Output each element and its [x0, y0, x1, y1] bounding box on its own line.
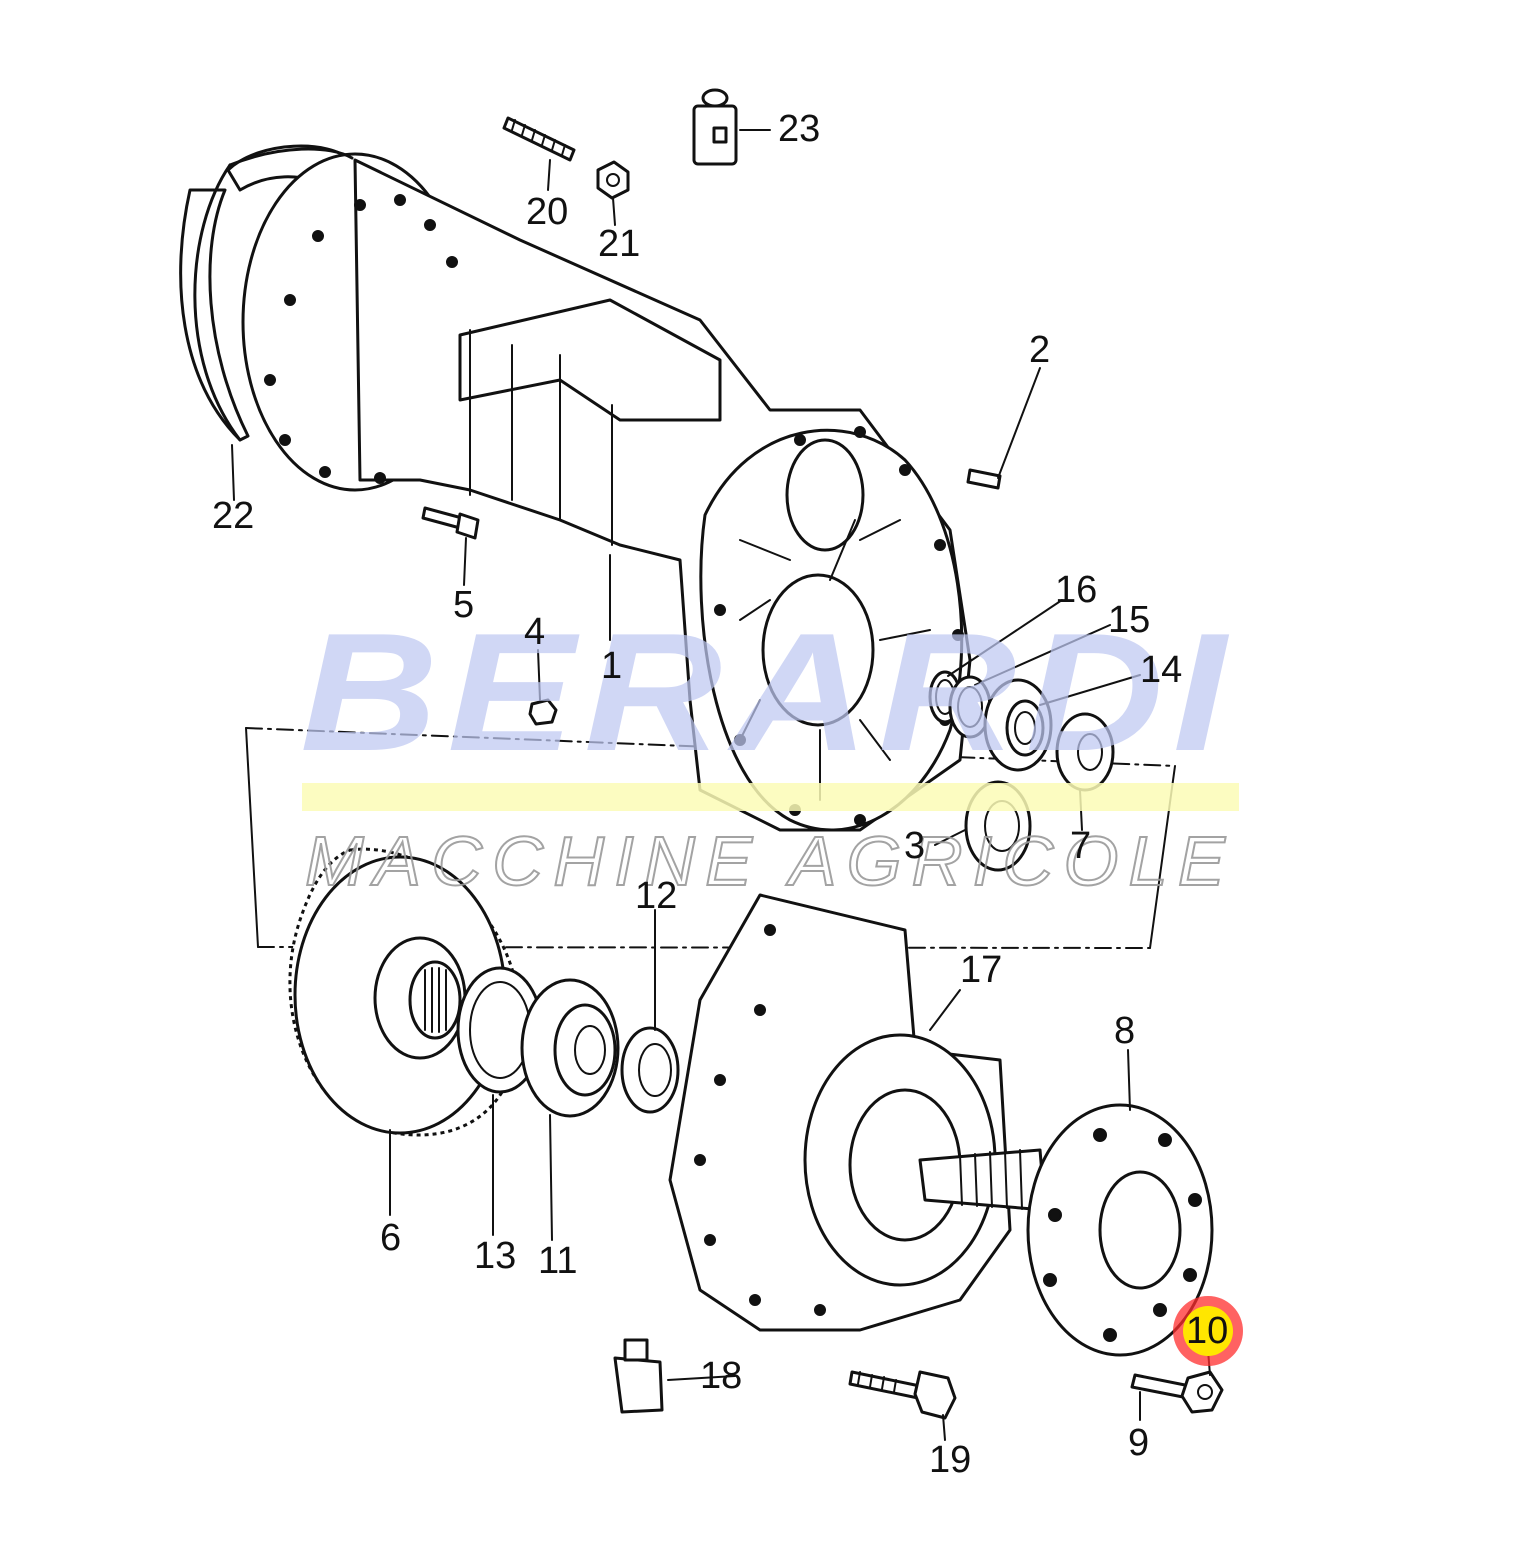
callout-2: 2 [1029, 329, 1050, 371]
bolt [421, 506, 480, 540]
callout-18: 18 [700, 1355, 742, 1397]
callouts: 1 2 3 4 5 6 7 8 9 10 11 12 13 14 15 16 1… [212, 108, 1228, 1481]
stud [502, 116, 576, 162]
highlight-fill [1183, 1306, 1233, 1356]
dowel-pin [966, 468, 1002, 490]
callout-14: 14 [1140, 649, 1182, 691]
callout-11: 11 [538, 1240, 577, 1282]
gasket [193, 147, 354, 442]
callout-1: 1 [601, 645, 622, 687]
bearing-large [520, 978, 620, 1118]
leader-lines [231, 129, 1211, 1441]
flange-nut [1180, 1370, 1224, 1414]
drive-gear [288, 847, 522, 1137]
reduction-housing [668, 893, 1012, 1332]
callout-23: 23 [778, 108, 820, 150]
callout-13: 13 [474, 1235, 516, 1277]
axle-housing [179, 144, 972, 832]
callout-20: 20 [526, 191, 568, 233]
small-nut [528, 698, 558, 726]
callout-16: 16 [1055, 569, 1097, 611]
splined-shaft [918, 1148, 1047, 1212]
callout-6: 6 [380, 1217, 401, 1259]
plug [692, 88, 738, 166]
seal-ring [620, 1026, 680, 1114]
watermark: BERARDI MACCHINE AGRICOLE [300, 598, 1239, 901]
callout-22: 22 [212, 495, 254, 537]
callout-21: 21 [598, 223, 640, 265]
callout-5: 5 [453, 584, 474, 626]
watermark-brand: BERARDI [300, 598, 1235, 786]
flange-holes [1043, 1128, 1202, 1342]
callout-7: 7 [1070, 825, 1091, 867]
callout-8: 8 [1114, 1010, 1135, 1052]
callout-15: 15 [1108, 599, 1150, 641]
bearing [983, 678, 1053, 772]
highlight-part-10 [1173, 1296, 1243, 1366]
callout-3: 3 [904, 825, 925, 867]
watermark-tagline: MACCHINE AGRICOLE [305, 822, 1235, 900]
housing-flange-holes [694, 924, 826, 1316]
callout-19: 19 [929, 1439, 971, 1481]
callout-9: 9 [1128, 1422, 1149, 1464]
nut [596, 160, 630, 200]
callout-12: 12 [635, 875, 677, 917]
flange [1026, 1103, 1214, 1357]
callout-10: 10 [1186, 1310, 1228, 1352]
housing-bolt [848, 1370, 957, 1420]
callout-4: 4 [524, 611, 545, 653]
callout-17: 17 [960, 949, 1002, 991]
drain-plug [613, 1338, 664, 1414]
watermark-bar [302, 783, 1239, 811]
